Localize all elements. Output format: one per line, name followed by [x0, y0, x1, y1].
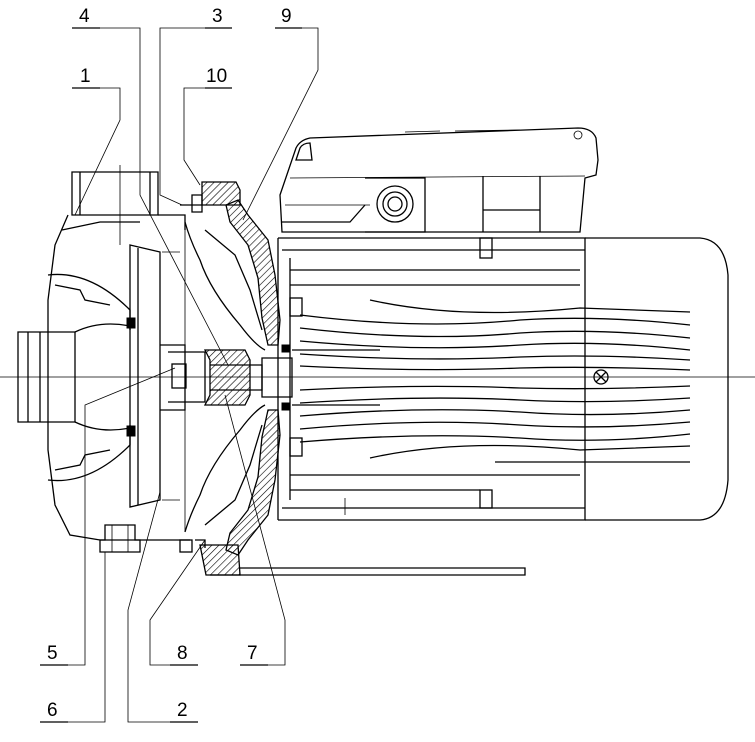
motor-housing — [277, 237, 729, 521]
part-label-4: 4 — [79, 6, 90, 27]
motor-terminal-box — [279, 127, 599, 233]
part-label-7: 7 — [247, 643, 258, 664]
part-label-5: 5 — [47, 643, 58, 664]
part-label-6: 6 — [47, 700, 58, 721]
label-underlines — [40, 27, 302, 723]
part-label-8: 8 — [177, 643, 188, 664]
motor-bracket — [180, 181, 526, 576]
cooling-fins — [290, 269, 691, 491]
pump-casing — [17, 165, 266, 553]
part-label-1: 1 — [80, 66, 91, 87]
leader-lines — [40, 27, 319, 723]
fan-cover-screw — [593, 369, 609, 385]
part-label-2: 2 — [177, 700, 188, 721]
part-label-9: 9 — [281, 6, 292, 27]
part-label-3: 3 — [212, 6, 223, 27]
cable-gland — [376, 185, 414, 223]
part-label-10: 10 — [206, 66, 227, 87]
